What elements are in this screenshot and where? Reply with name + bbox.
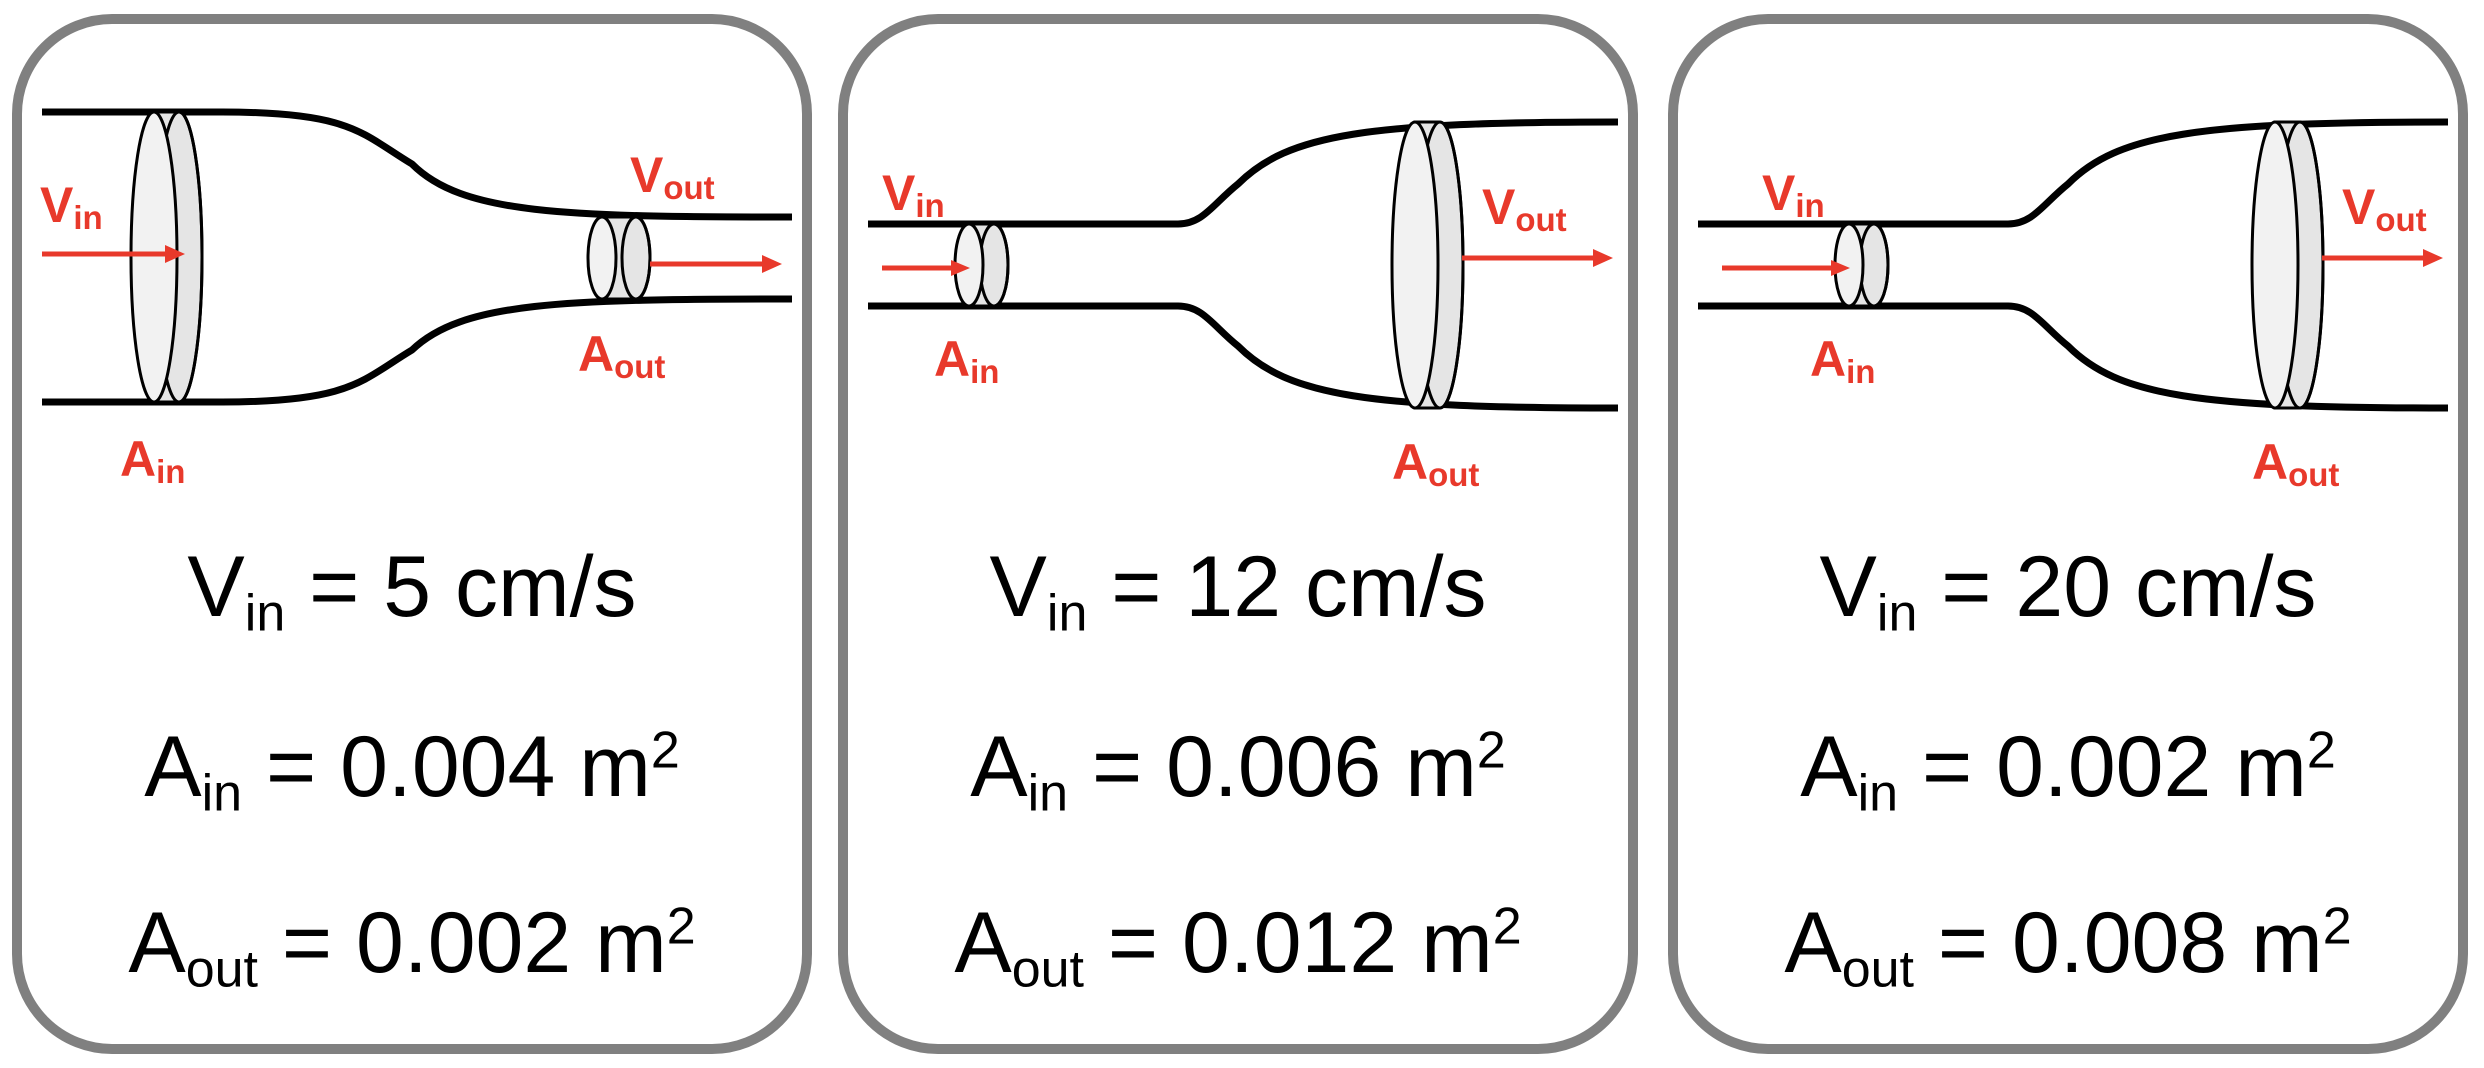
v-out-label: Vout — [2342, 179, 2427, 238]
velocity-in-equation: Vin = 12 cm/s — [989, 539, 1487, 643]
pipe-bottom-wall — [42, 295, 793, 406]
outlet-velocity-arrow — [650, 255, 782, 273]
area-out-equation: Aout = 0.012 m2 — [954, 895, 1522, 999]
area-out-equation: Aout = 0.008 m2 — [1784, 895, 2352, 999]
area-out-equation: Aout = 0.002 m2 — [128, 895, 696, 999]
velocity-in-equation: Vin = 20 cm/s — [1819, 539, 2317, 643]
pipe-top-wall — [868, 118, 1619, 228]
inlet-cross-section — [1833, 222, 1890, 308]
outlet-velocity-arrow — [1462, 249, 1613, 267]
outlet-cross-section — [2250, 120, 2325, 410]
a-out-label: Aout — [1392, 434, 1479, 493]
inlet-velocity-arrow — [42, 245, 185, 263]
pipe-bottom-wall — [868, 302, 1619, 412]
velocity-in-equation: Vin = 5 cm/s — [187, 539, 637, 643]
pipe-top-wall — [42, 108, 793, 221]
outlet-cross-section — [1390, 120, 1465, 410]
a-in-label: Ain — [1810, 331, 1875, 390]
v-out-label: Vout — [630, 147, 715, 206]
scenario-panel-2: Vin Vout Ain Aout Vin = 12 cm/s Ain = 0.… — [838, 14, 1638, 1054]
outlet-velocity-arrow — [2322, 249, 2443, 267]
scenario-panel-3: Vin Vout Ain Aout Vin = 20 cm/s Ain = 0.… — [1668, 14, 2468, 1054]
scenario-panel-1: Vin Vout Ain Aout Vin = 5 cm/s Ain = 0.0… — [12, 14, 812, 1054]
pipe-diagram: Vin Vout Ain Aout — [40, 108, 793, 490]
a-out-label: Aout — [2252, 434, 2339, 493]
area-in-equation: Ain = 0.002 m2 — [1800, 719, 2336, 823]
v-out-label: Vout — [1482, 179, 1567, 238]
v-in-label: Vin — [882, 165, 945, 224]
outlet-cross-section — [586, 215, 652, 301]
inlet-cross-section — [953, 222, 1010, 308]
v-in-label: Vin — [1762, 165, 1825, 224]
area-in-equation: Ain = 0.004 m2 — [144, 719, 680, 823]
pipe-diagram: Vin Vout Ain Aout — [1698, 118, 2449, 493]
a-in-label: Ain — [934, 331, 999, 390]
a-out-label: Aout — [578, 326, 665, 385]
inlet-velocity-arrow — [1722, 260, 1850, 276]
v-in-label: Vin — [40, 177, 103, 236]
a-in-label: Ain — [120, 431, 185, 490]
area-in-equation: Ain = 0.006 m2 — [970, 719, 1506, 823]
pipe-diagram: Vin Vout Ain Aout — [868, 118, 1619, 493]
inlet-velocity-arrow — [882, 260, 970, 276]
